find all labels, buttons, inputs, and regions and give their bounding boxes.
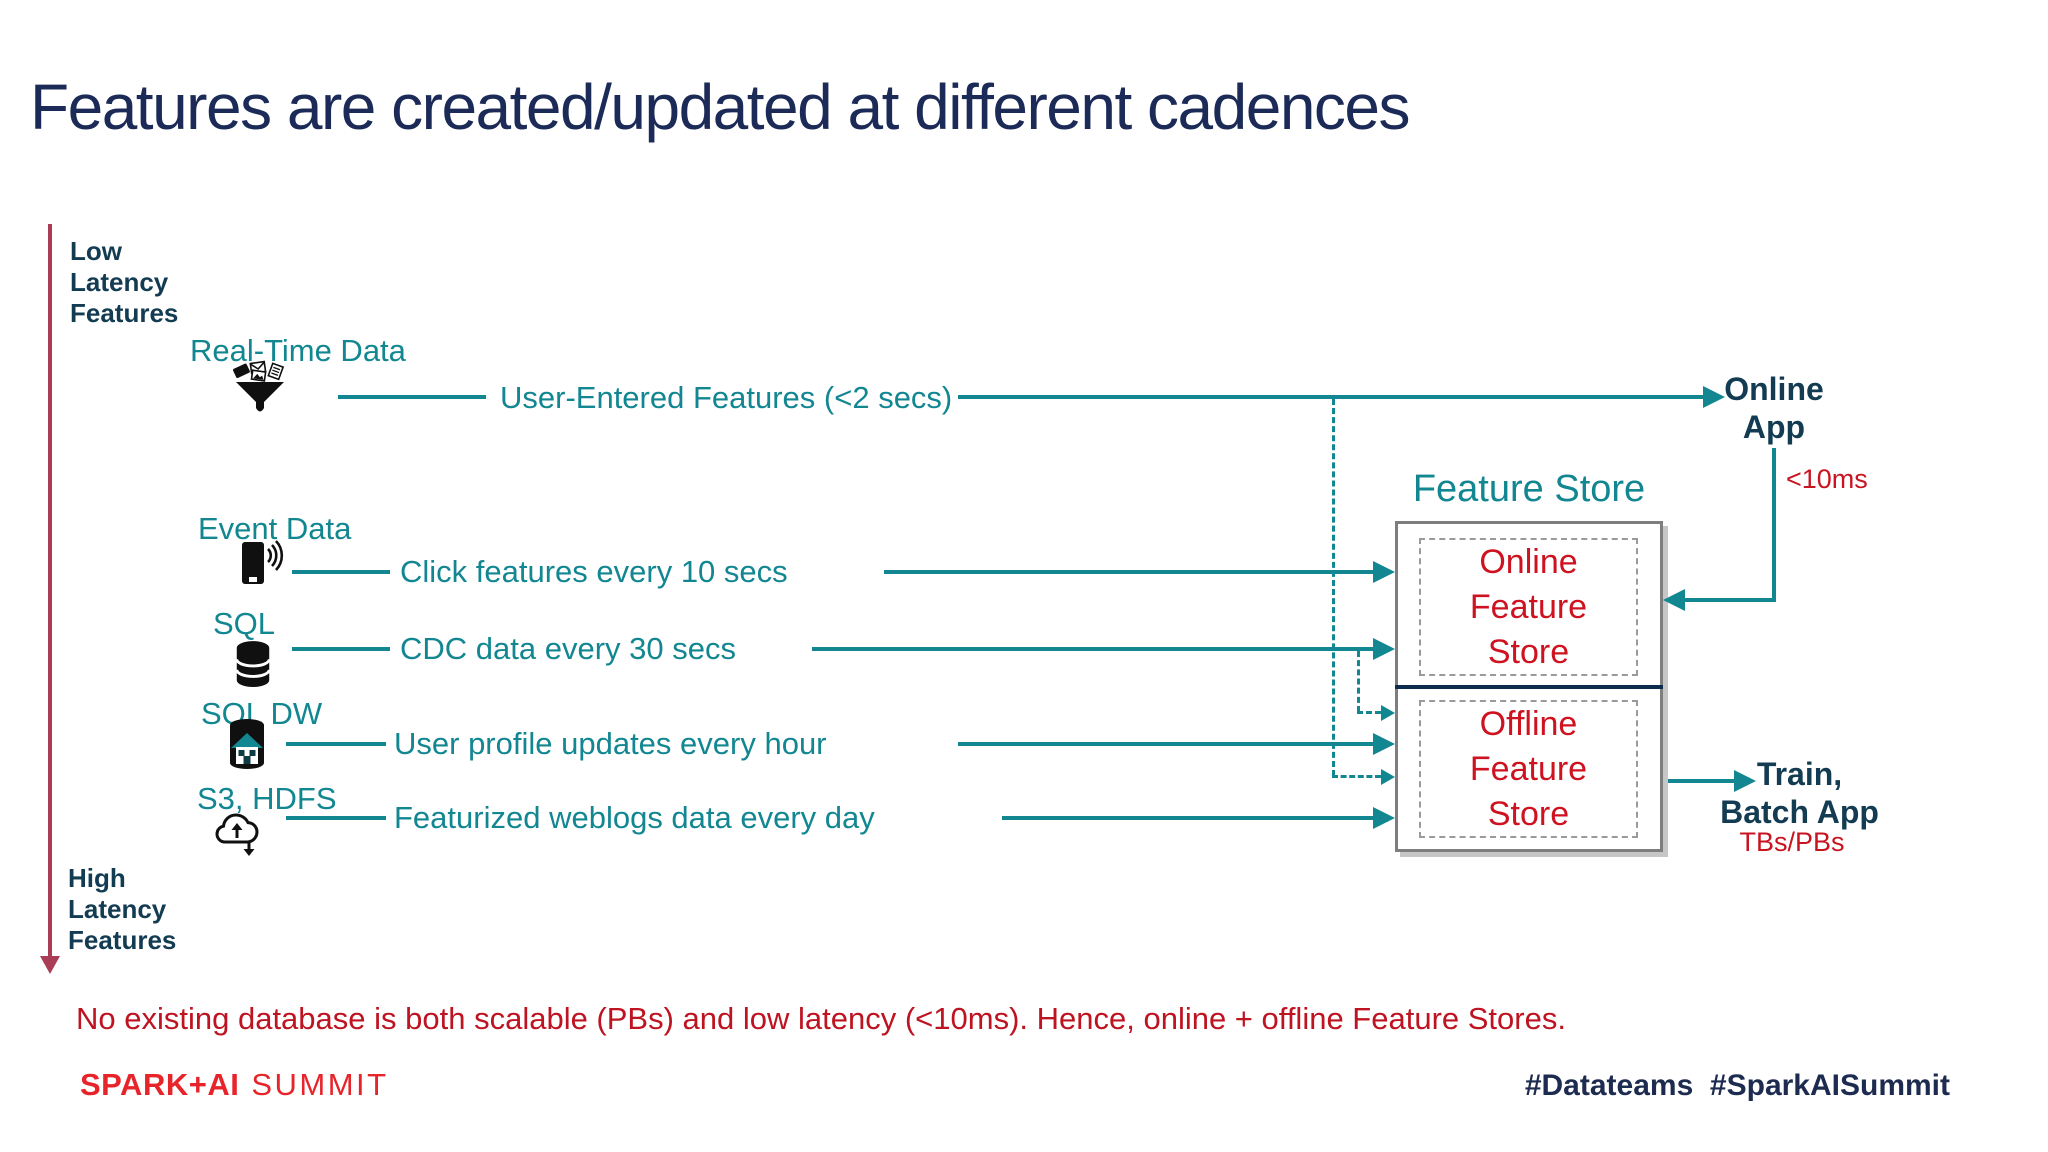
feature-label-user-entered: User-Entered Features (<2 secs) xyxy=(500,380,953,415)
source-label-sql: SQL xyxy=(213,606,276,641)
arrowhead-to-offline-store-icon xyxy=(1373,807,1395,829)
flow-line xyxy=(338,395,486,399)
cloud-transfer-icon xyxy=(212,800,272,865)
source-label-event-data: Event Data xyxy=(198,511,352,546)
offline-feature-store-label: Offline Feature Store xyxy=(1469,704,1588,833)
arrowhead-to-online-store-icon xyxy=(1373,638,1395,660)
arrowhead-into-online-store-icon xyxy=(1663,589,1685,611)
arrowhead-to-online-app-icon xyxy=(1703,386,1725,408)
train-batch-app-label: Train, Batch App xyxy=(1720,756,1879,830)
latency-note: <10ms xyxy=(1786,464,1868,494)
dashed-into-offline-store xyxy=(1357,711,1381,714)
flow-line xyxy=(286,742,386,746)
hashtags: #Datateams #SparkAISummit xyxy=(1524,1069,1950,1102)
source-label-real-time-data: Real-Time Data xyxy=(190,333,406,368)
online-app-return-line xyxy=(1772,448,1776,600)
flow-line xyxy=(292,570,390,574)
scale-note: TBs/PBs xyxy=(1739,827,1845,857)
flow-line xyxy=(958,395,1703,399)
arrowhead-to-online-store-icon xyxy=(1373,561,1395,583)
online-app-label: Online App xyxy=(1724,371,1824,445)
high-latency-label: High Latency Features xyxy=(68,863,177,955)
latency-axis-line xyxy=(48,224,52,958)
online-app-return-line xyxy=(1683,598,1776,602)
database-icon xyxy=(232,640,274,695)
dashed-arrowhead-icon xyxy=(1381,705,1395,721)
source-label-s3-hdfs: S3, HDFS xyxy=(197,781,337,816)
page-title: Features are created/updated at differen… xyxy=(30,71,1411,143)
dashed-into-offline-store xyxy=(1332,775,1381,778)
feature-label-click-features: Click features every 10 secs xyxy=(400,554,788,589)
offline-output-line xyxy=(1668,779,1734,783)
offline-feature-store-box: Offline Feature Store xyxy=(1419,700,1638,838)
feature-store-divider xyxy=(1395,685,1663,689)
dashed-arrowhead-icon xyxy=(1381,769,1395,785)
flow-line xyxy=(884,570,1375,574)
flow-line xyxy=(286,816,386,820)
mobile-signal-icon xyxy=(234,540,286,599)
arrowhead-to-batch-app-icon xyxy=(1734,770,1756,792)
footnote: No existing database is both scalable (P… xyxy=(76,1001,1566,1036)
dashed-drop-cdc xyxy=(1357,651,1360,712)
feature-label-weblogs: Featurized weblogs data every day xyxy=(394,800,875,835)
low-latency-label: Low Latency Features xyxy=(70,236,179,328)
latency-axis-arrowhead-icon xyxy=(40,956,60,974)
feature-label-user-profile: User profile updates every hour xyxy=(394,726,827,761)
warehouse-icon xyxy=(224,718,270,777)
online-feature-store-label: Online Feature Store xyxy=(1469,542,1588,671)
online-feature-store-box: Online Feature Store xyxy=(1419,538,1638,676)
logo-secondary: SUMMIT xyxy=(251,1067,389,1102)
logo-primary: SPARK+AI xyxy=(80,1067,240,1102)
feature-store-title: Feature Store xyxy=(1412,468,1646,510)
flow-line xyxy=(958,742,1375,746)
feature-label-cdc-data: CDC data every 30 secs xyxy=(400,631,736,666)
dashed-drop-user-entered xyxy=(1332,399,1335,776)
flow-line xyxy=(812,647,1375,651)
funnel-icon xyxy=(228,360,292,423)
flow-line xyxy=(1002,816,1375,820)
arrowhead-to-offline-store-icon xyxy=(1373,733,1395,755)
flow-line xyxy=(292,647,390,651)
spark-ai-summit-logo: SPARK+AI SUMMIT xyxy=(80,1067,389,1103)
